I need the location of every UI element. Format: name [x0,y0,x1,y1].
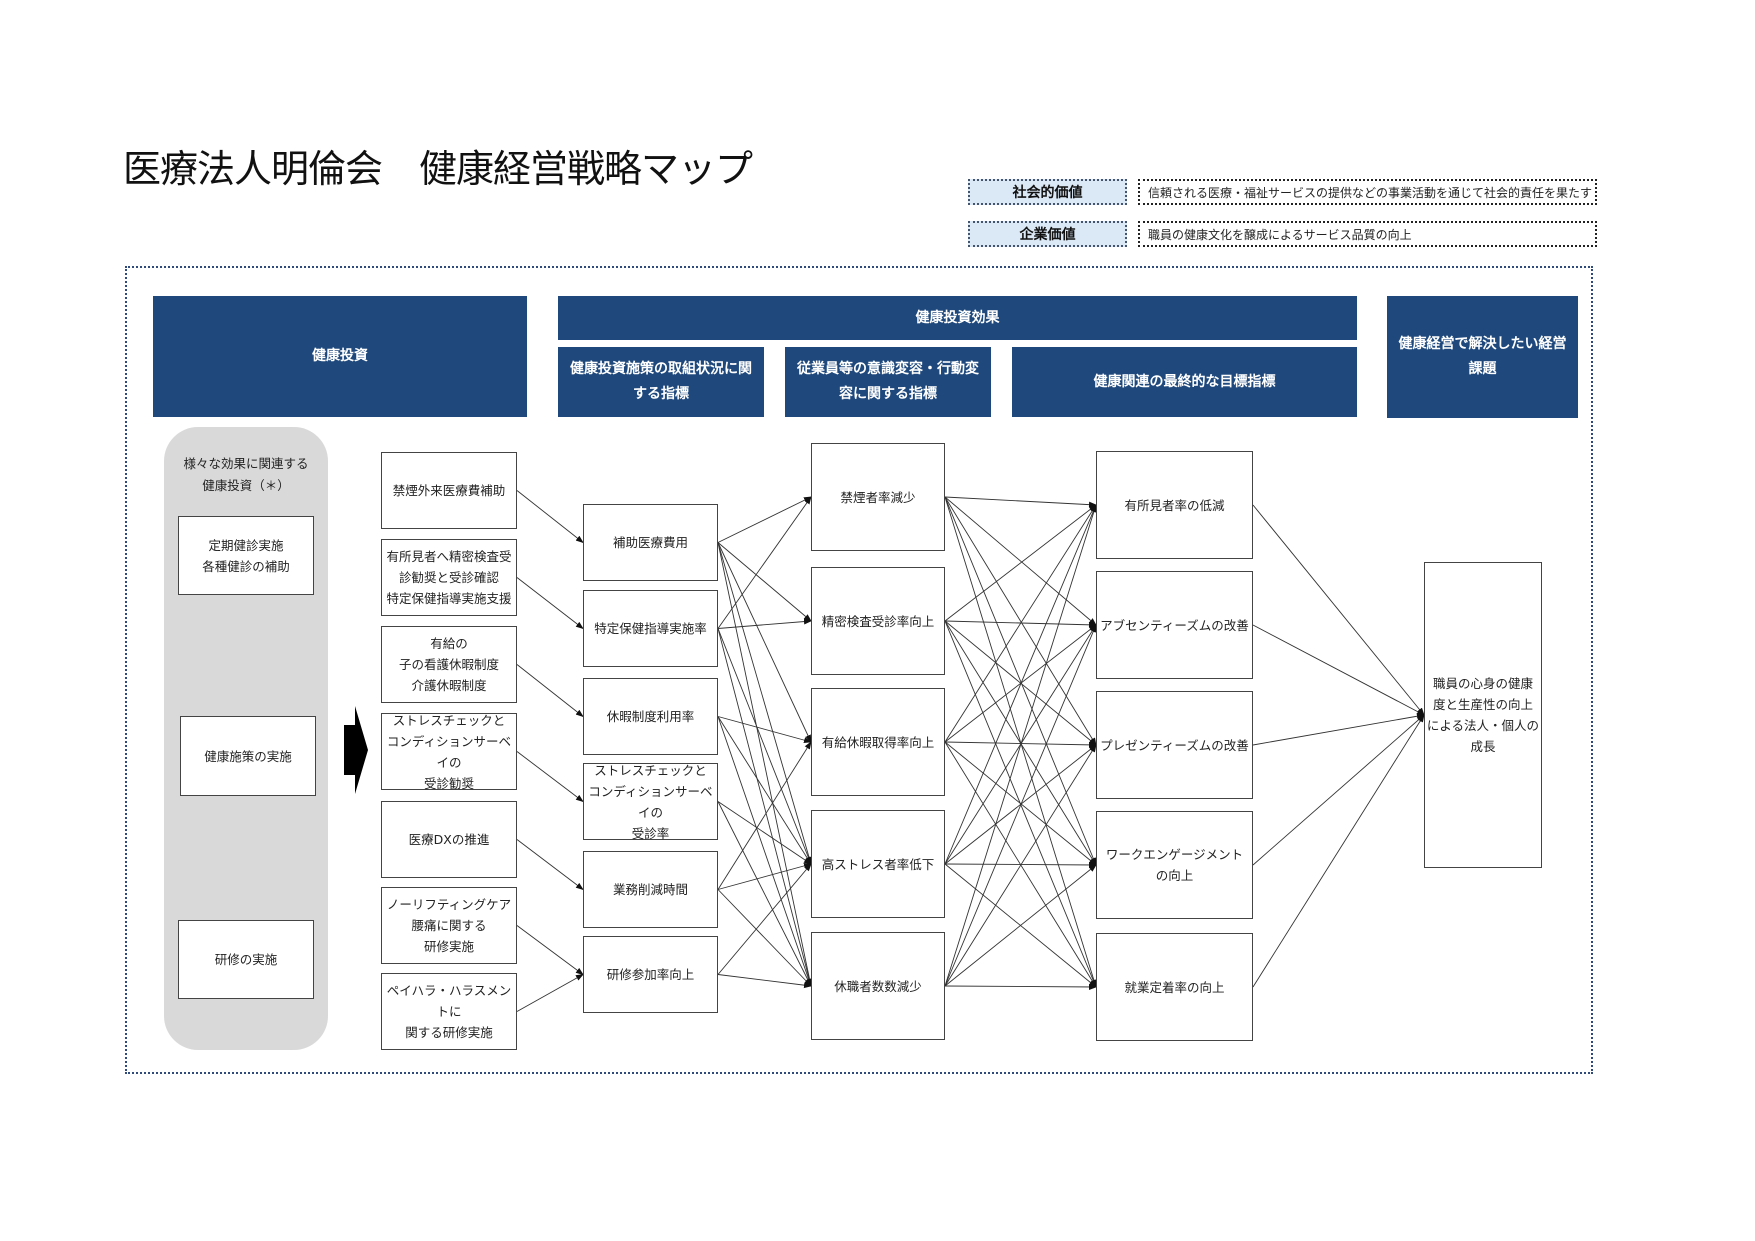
activity-node: 特定保健指導実施率 [583,590,718,667]
activity-node: 研修参加率向上 [583,936,718,1013]
page-title: 医療法人明倫会 健康経営戦略マップ [123,147,753,191]
panel-caption: 様々な効果に関連する 健康投資（＊） [183,456,309,493]
investments-node: ノーリフティングケア 腰痛に関する 研修実施 [381,887,517,964]
final-node: アブセンティーズムの改善 [1096,571,1253,679]
investments-node: 禁煙外来医療費補助 [381,452,517,529]
investments-node: 有給の 子の看護休暇制度 介護休暇制度 [381,626,517,703]
awareness-node: 高ストレス者率低下 [811,810,945,918]
activity-node: ストレスチェックと コンディションサーベイの 受診率 [583,763,718,841]
awareness-node: 休職者数数減少 [811,932,945,1040]
activity-node: 休暇制度利用率 [583,678,718,755]
final-node: ワークエンゲージメント の向上 [1096,811,1253,919]
activity-node: 業務削減時間 [583,851,718,928]
right-arrow-icon [344,706,368,794]
final-node: プレゼンティーズムの改善 [1096,691,1253,799]
header-management-issue: 健康経営で解決したい経営課題 [1387,296,1578,418]
final-node: 有所見者率の低減 [1096,451,1253,559]
corporate-value-text: 職員の健康文化を醸成によるサービス品質の向上 [1138,221,1597,247]
header-activity-indicators: 健康投資施策の取組状況に関する指標 [558,347,764,417]
investments-node: 有所見者へ精密検査受 診勧奨と受診確認 特定保健指導実施支援 [381,539,517,616]
awareness-node: 有給休暇取得率向上 [811,688,945,796]
social-value-label: 社会的価値 [968,179,1127,205]
corporate-value-label: 企業価値 [968,221,1127,247]
header-awareness-indicators: 従業員等の意識変容・行動変容に関する指標 [785,347,991,417]
activity-node: 補助医療費用 [583,504,718,581]
awareness-node: 精密検査受診率向上 [811,567,945,675]
investments-node: 医療DXの推進 [381,801,517,878]
header-investment: 健康投資 [153,296,527,417]
strategy-map-frame [125,266,1593,1074]
panel-item-training: 研修の実施 [178,920,314,999]
final-node: 就業定着率の向上 [1096,933,1253,1041]
goal-box: 職員の心身の健康 度と生産性の向上 による法人・個人の 成長 [1424,562,1542,868]
social-value-text: 信頼される医療・福祉サービスの提供などの事業活動を通じて社会的責任を果たす [1138,179,1597,205]
panel-item-checkups: 定期健診実施 各種健診の補助 [178,516,314,595]
panel-item-health-measures: 健康施策の実施 [180,716,316,796]
awareness-node: 禁煙者率減少 [811,443,945,551]
header-final-indicators: 健康関連の最終的な目標指標 [1012,347,1357,417]
header-effect: 健康投資効果 [558,296,1357,340]
investments-node: ストレスチェックと コンディションサーベイの 受診勧奨 [381,713,517,791]
investments-node: ペイハラ・ハラスメントに 関する研修実施 [381,973,517,1050]
